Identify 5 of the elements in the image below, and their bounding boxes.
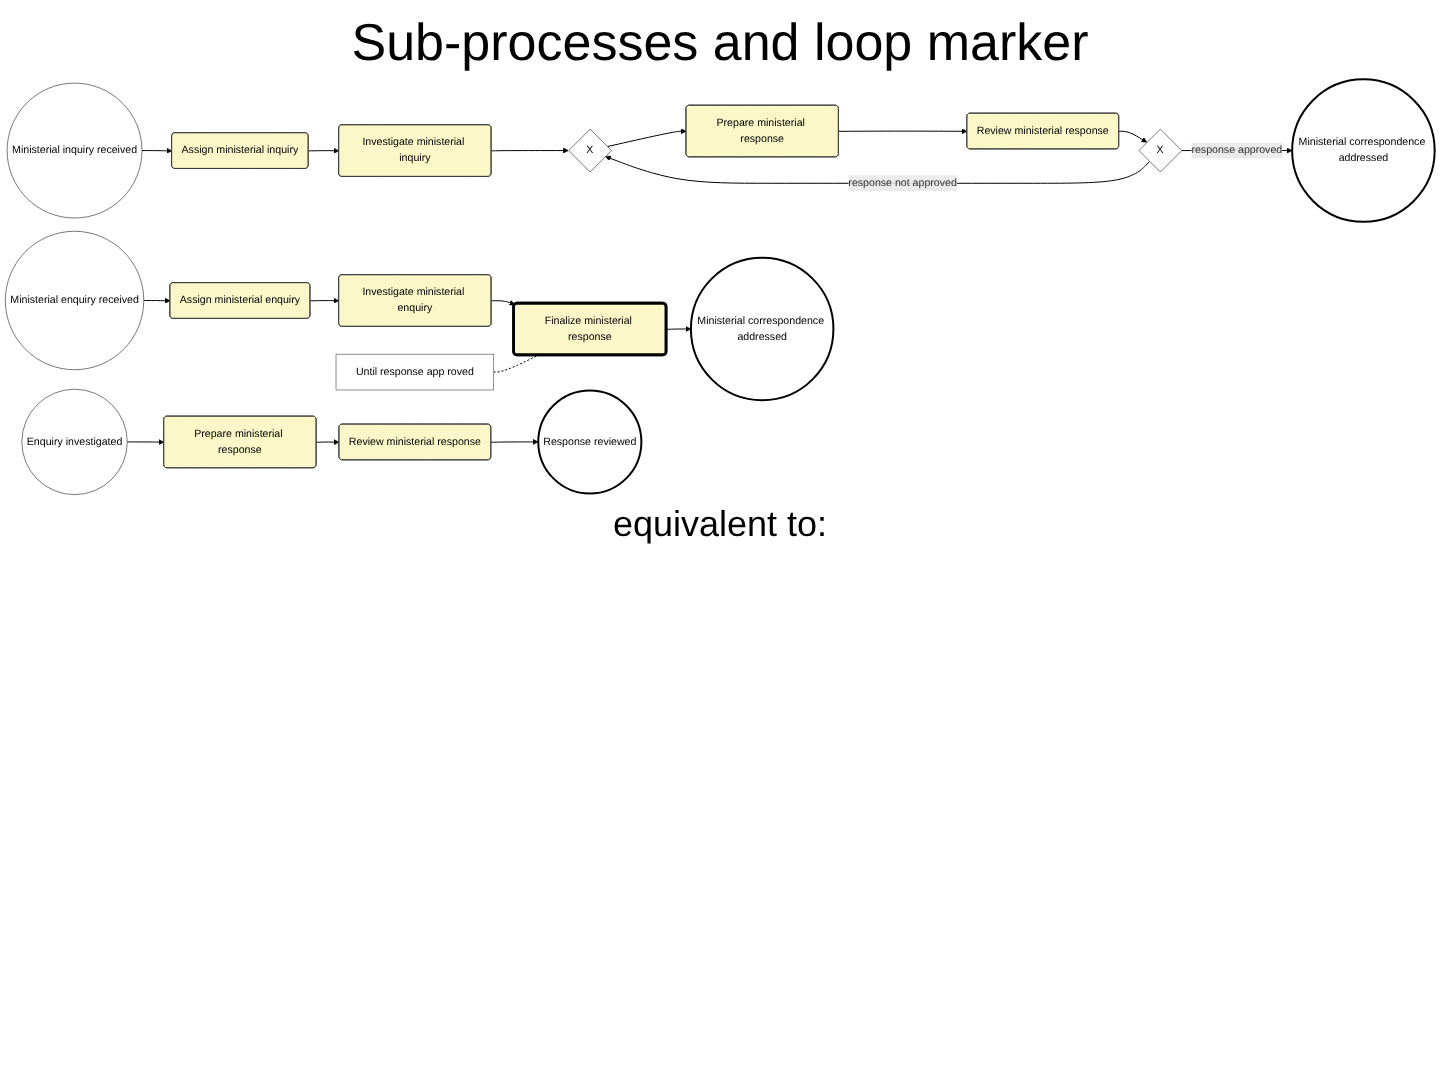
note-text: equivalent to: bbox=[610, 503, 830, 546]
connector bbox=[493, 354, 539, 373]
arrow bbox=[315, 439, 340, 446]
slide-title: Sub-processes and loop marker bbox=[349, 12, 1091, 74]
arrow bbox=[838, 128, 968, 135]
